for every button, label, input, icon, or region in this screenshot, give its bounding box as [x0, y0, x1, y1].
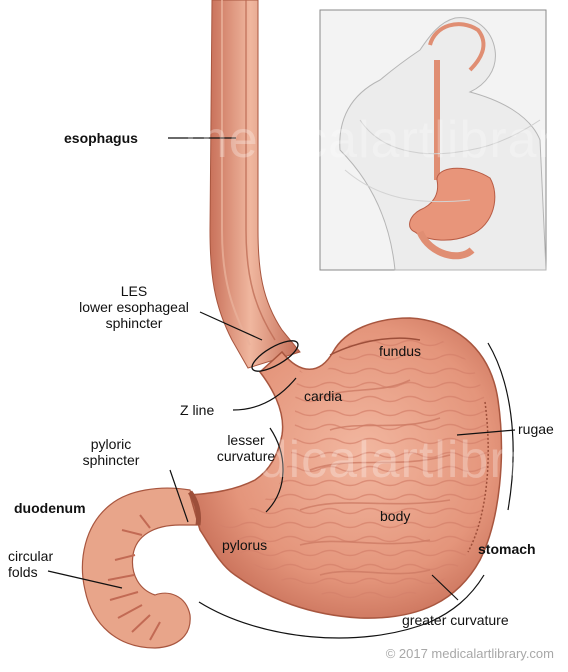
label-lesser-line1: lesser	[206, 432, 286, 448]
label-fundus: fundus	[379, 343, 421, 359]
label-les-line2: sphincter	[34, 315, 234, 331]
label-circular-line1: circular	[8, 548, 53, 564]
label-z-line: Z line	[180, 402, 214, 418]
label-body: body	[380, 508, 410, 524]
duodenum-tube	[82, 488, 200, 648]
label-pyloric-line2: sphincter	[66, 452, 156, 468]
label-les-abbr: LES	[34, 283, 234, 299]
label-lesser-line2: curvature	[206, 448, 286, 464]
label-les-line1: lower esophageal	[34, 299, 234, 315]
copyright-notice: © 2017 medicalartlibrary.com	[386, 646, 554, 661]
label-pylorus: pylorus	[222, 537, 267, 553]
label-pyloric-line1: pyloric	[66, 436, 156, 452]
label-circular-line2: folds	[8, 564, 38, 580]
label-rugae: rugae	[518, 421, 554, 437]
label-stomach: stomach	[478, 541, 536, 557]
label-cardia: cardia	[304, 388, 342, 404]
label-duodenum: duodenum	[14, 500, 86, 516]
label-greater-curvature: greater curvature	[402, 612, 509, 628]
label-esophagus: esophagus	[64, 130, 138, 146]
